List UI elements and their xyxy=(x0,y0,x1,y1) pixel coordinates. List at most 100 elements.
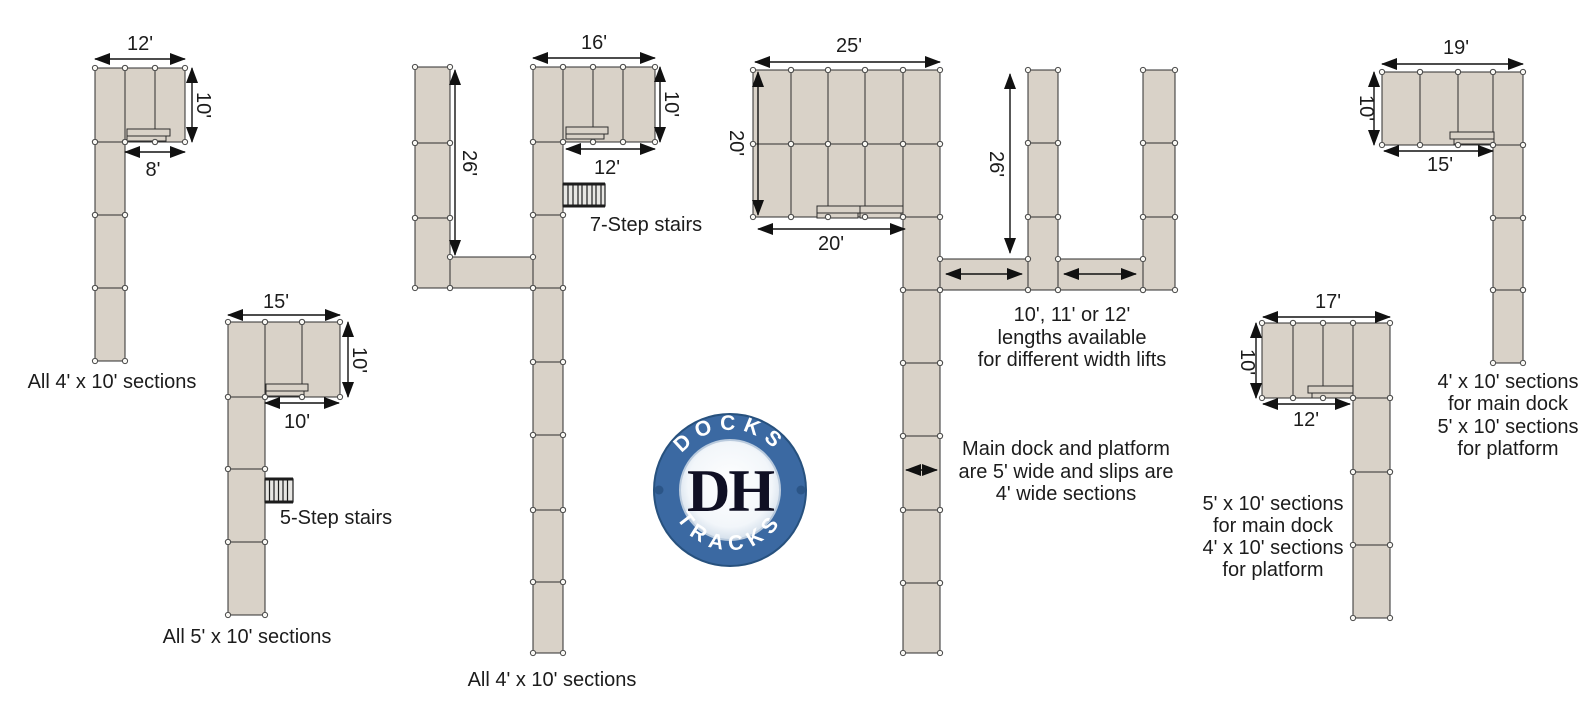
bench xyxy=(1307,385,1354,394)
joint-dot xyxy=(1349,541,1357,549)
joint-dot xyxy=(749,66,757,74)
dock-3: 16' 10' 12' 26' 7-Step stairs All 4' x 1… xyxy=(411,32,702,691)
joint-dot xyxy=(261,318,269,326)
dock-4: 25' 20' 20' 26' 10', 11' or 12' lengths … xyxy=(725,35,1179,657)
dock-section xyxy=(532,509,564,583)
joint-dot xyxy=(559,506,567,514)
joint-dot xyxy=(1139,66,1147,74)
dock-6: 17' 10' 12' 5' x 10' sections for main d… xyxy=(1202,291,1394,622)
joint-dot xyxy=(1171,286,1179,294)
joint-dot xyxy=(1289,319,1297,327)
note-line: 10', 11' or 12' xyxy=(1014,304,1131,326)
note-line: lengths available xyxy=(998,327,1147,349)
joint-dot xyxy=(1024,286,1032,294)
joint-dot xyxy=(1519,286,1527,294)
dimension-label: 20' xyxy=(725,130,747,156)
joint-dot xyxy=(1171,213,1179,221)
joint-dot xyxy=(151,64,159,72)
dock-2: 15' 10' 10' 5-Step stairs All 5' x 10' s… xyxy=(163,291,393,648)
dimension-label: 12' xyxy=(594,157,620,179)
dock-section xyxy=(902,289,941,364)
bench xyxy=(126,128,171,137)
joint-dot xyxy=(899,140,907,148)
dock-5: 19' 10' 15' 4' x 10' sections for main d… xyxy=(1355,37,1579,460)
joint-dot xyxy=(1054,213,1062,221)
joint-dot xyxy=(619,138,627,146)
dock-section xyxy=(532,141,564,216)
joint-dot xyxy=(559,358,567,366)
joint-dot xyxy=(529,506,537,514)
joint-dot xyxy=(1489,68,1497,76)
caption-line: for platform xyxy=(1222,559,1323,581)
joint-dot xyxy=(1349,614,1357,622)
joint-dot xyxy=(1489,359,1497,367)
joint-dot xyxy=(559,649,567,657)
dock-1: 12' 10' 8' All 4' x 10' sections xyxy=(28,33,214,393)
dock-section xyxy=(1352,397,1391,473)
dock-section xyxy=(1142,142,1176,218)
joint-dot xyxy=(91,284,99,292)
dimension-label: 19' xyxy=(1443,37,1469,59)
dock-section xyxy=(1027,142,1059,218)
dock-section xyxy=(1352,544,1391,619)
joint-dot xyxy=(1171,139,1179,147)
joint-dot xyxy=(446,139,454,147)
joint-dot xyxy=(1258,394,1266,402)
joint-dot xyxy=(529,649,537,657)
dimension-label: 16' xyxy=(581,32,607,54)
dock-section xyxy=(94,67,126,143)
bench xyxy=(1453,138,1495,145)
joint-dot xyxy=(1489,141,1497,149)
joint-dot xyxy=(1349,319,1357,327)
note-line: 4' wide sections xyxy=(996,483,1137,505)
note-line: are 5' wide and slips are xyxy=(958,461,1173,483)
joint-dot xyxy=(1349,468,1357,476)
stairs-label: 5-Step stairs xyxy=(280,507,392,529)
joint-dot xyxy=(1139,255,1147,263)
dock-section xyxy=(622,66,656,143)
dock-section xyxy=(1352,322,1391,399)
joint-dot xyxy=(336,393,344,401)
joint-dot xyxy=(1519,214,1527,222)
caption-line: 4' x 10' sections xyxy=(1437,371,1578,393)
caption-line: 5' x 10' sections xyxy=(1202,493,1343,515)
joint-dot xyxy=(298,318,306,326)
caption: All 4' x 10' sections xyxy=(28,371,197,393)
joint-dot xyxy=(1416,68,1424,76)
dock-section xyxy=(902,143,941,218)
joint-dot xyxy=(1024,139,1032,147)
joint-dot xyxy=(1054,255,1062,263)
logo-monogram: DH xyxy=(687,458,774,524)
logo-rivet xyxy=(796,485,806,495)
joint-dot xyxy=(559,211,567,219)
joint-dot xyxy=(1489,286,1497,294)
joint-dot xyxy=(651,138,659,146)
joint-dot xyxy=(529,253,537,261)
joint-dot xyxy=(936,140,944,148)
dock-section xyxy=(94,141,126,216)
bench xyxy=(859,205,904,214)
joint-dot xyxy=(411,284,419,292)
stairs xyxy=(264,477,294,504)
dock-section xyxy=(1142,216,1176,291)
joint-dot xyxy=(1519,68,1527,76)
joint-dot xyxy=(1024,255,1032,263)
joint-dot xyxy=(298,393,306,401)
joint-dot xyxy=(899,213,907,221)
bench xyxy=(265,383,309,392)
joint-dot xyxy=(749,140,757,148)
dock-section xyxy=(902,435,941,511)
joint-dot xyxy=(559,284,567,292)
joint-dot xyxy=(936,359,944,367)
joint-dot xyxy=(1054,286,1062,294)
joint-dot xyxy=(787,213,795,221)
note-line: Main dock and platform xyxy=(962,438,1170,460)
joint-dot xyxy=(861,140,869,148)
caption: All 5' x 10' sections xyxy=(163,626,332,648)
dock-section xyxy=(1381,71,1421,146)
joint-dot xyxy=(899,286,907,294)
dimension-label: 20' xyxy=(818,233,844,255)
joint-dot xyxy=(559,578,567,586)
